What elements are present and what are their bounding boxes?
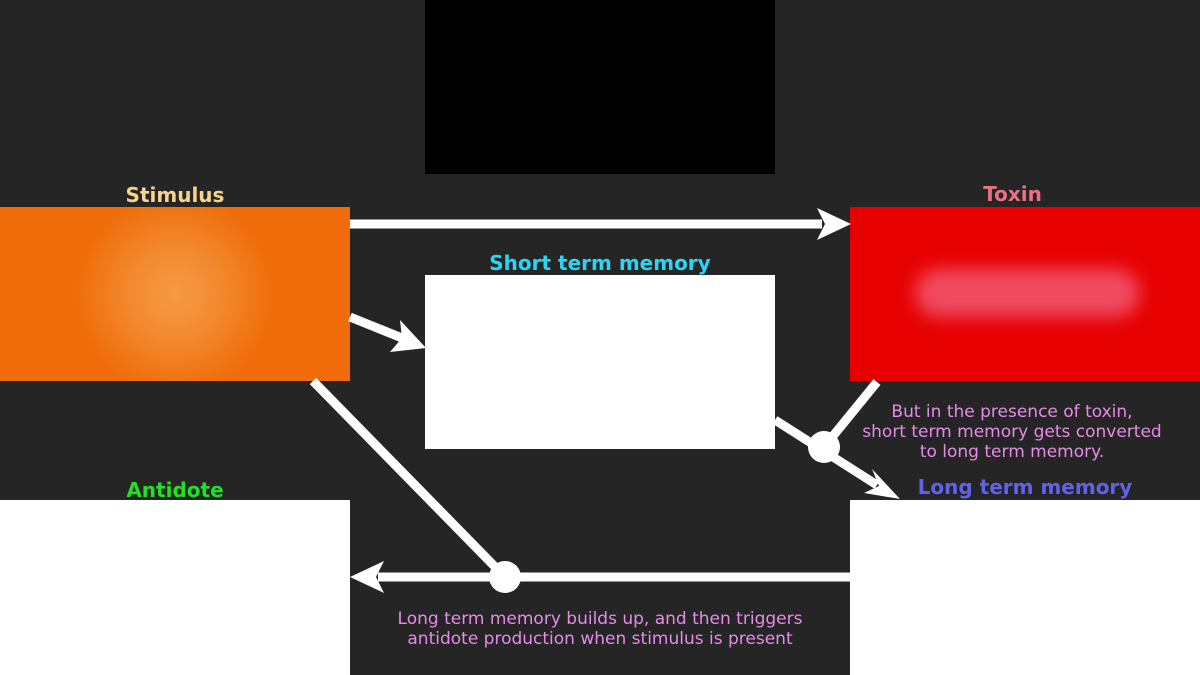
stimulus-modulation-line [309,377,509,581]
arrowhead-short-term-memory [390,320,426,352]
short-term-memory-box [425,275,775,449]
stimulus-box [0,207,350,381]
long-term-memory-box [850,500,1200,675]
antidote-trigger-note: Long term memory builds up, and then tri… [360,609,840,649]
arrowhead-long-term-memory [864,469,900,499]
long-term-memory-label: Long term memory [917,475,1133,499]
toxin-junction-dot [808,431,840,463]
toxin-glow [915,269,1140,317]
toxin-box [850,207,1200,381]
antidote-trigger-note-line: antidote production when stimulus is pre… [407,629,793,649]
conversion-note: But in the presence of toxin, short term… [862,402,1162,462]
conversion-note-line: short term memory gets converted [862,422,1162,442]
stimulus-label: Stimulus [125,183,225,207]
arrow-stimulus-to-short-term-memory [348,312,404,343]
arrowhead-toxin [817,208,851,240]
conversion-note-line: to long term memory. [919,442,1105,462]
antidote-label: Antidote [126,478,224,502]
video-frame [425,0,775,174]
arrowhead-antidote [350,561,384,593]
toxin-label: Toxin [983,182,1042,206]
short-term-memory-label: Short term memory [489,251,711,275]
stimulus-junction-dot [489,561,521,593]
antidote-trigger-note-line: Long term memory builds up, and then tri… [397,609,803,629]
antidote-box [0,500,350,675]
conversion-note-line: But in the presence of toxin, [891,402,1133,422]
